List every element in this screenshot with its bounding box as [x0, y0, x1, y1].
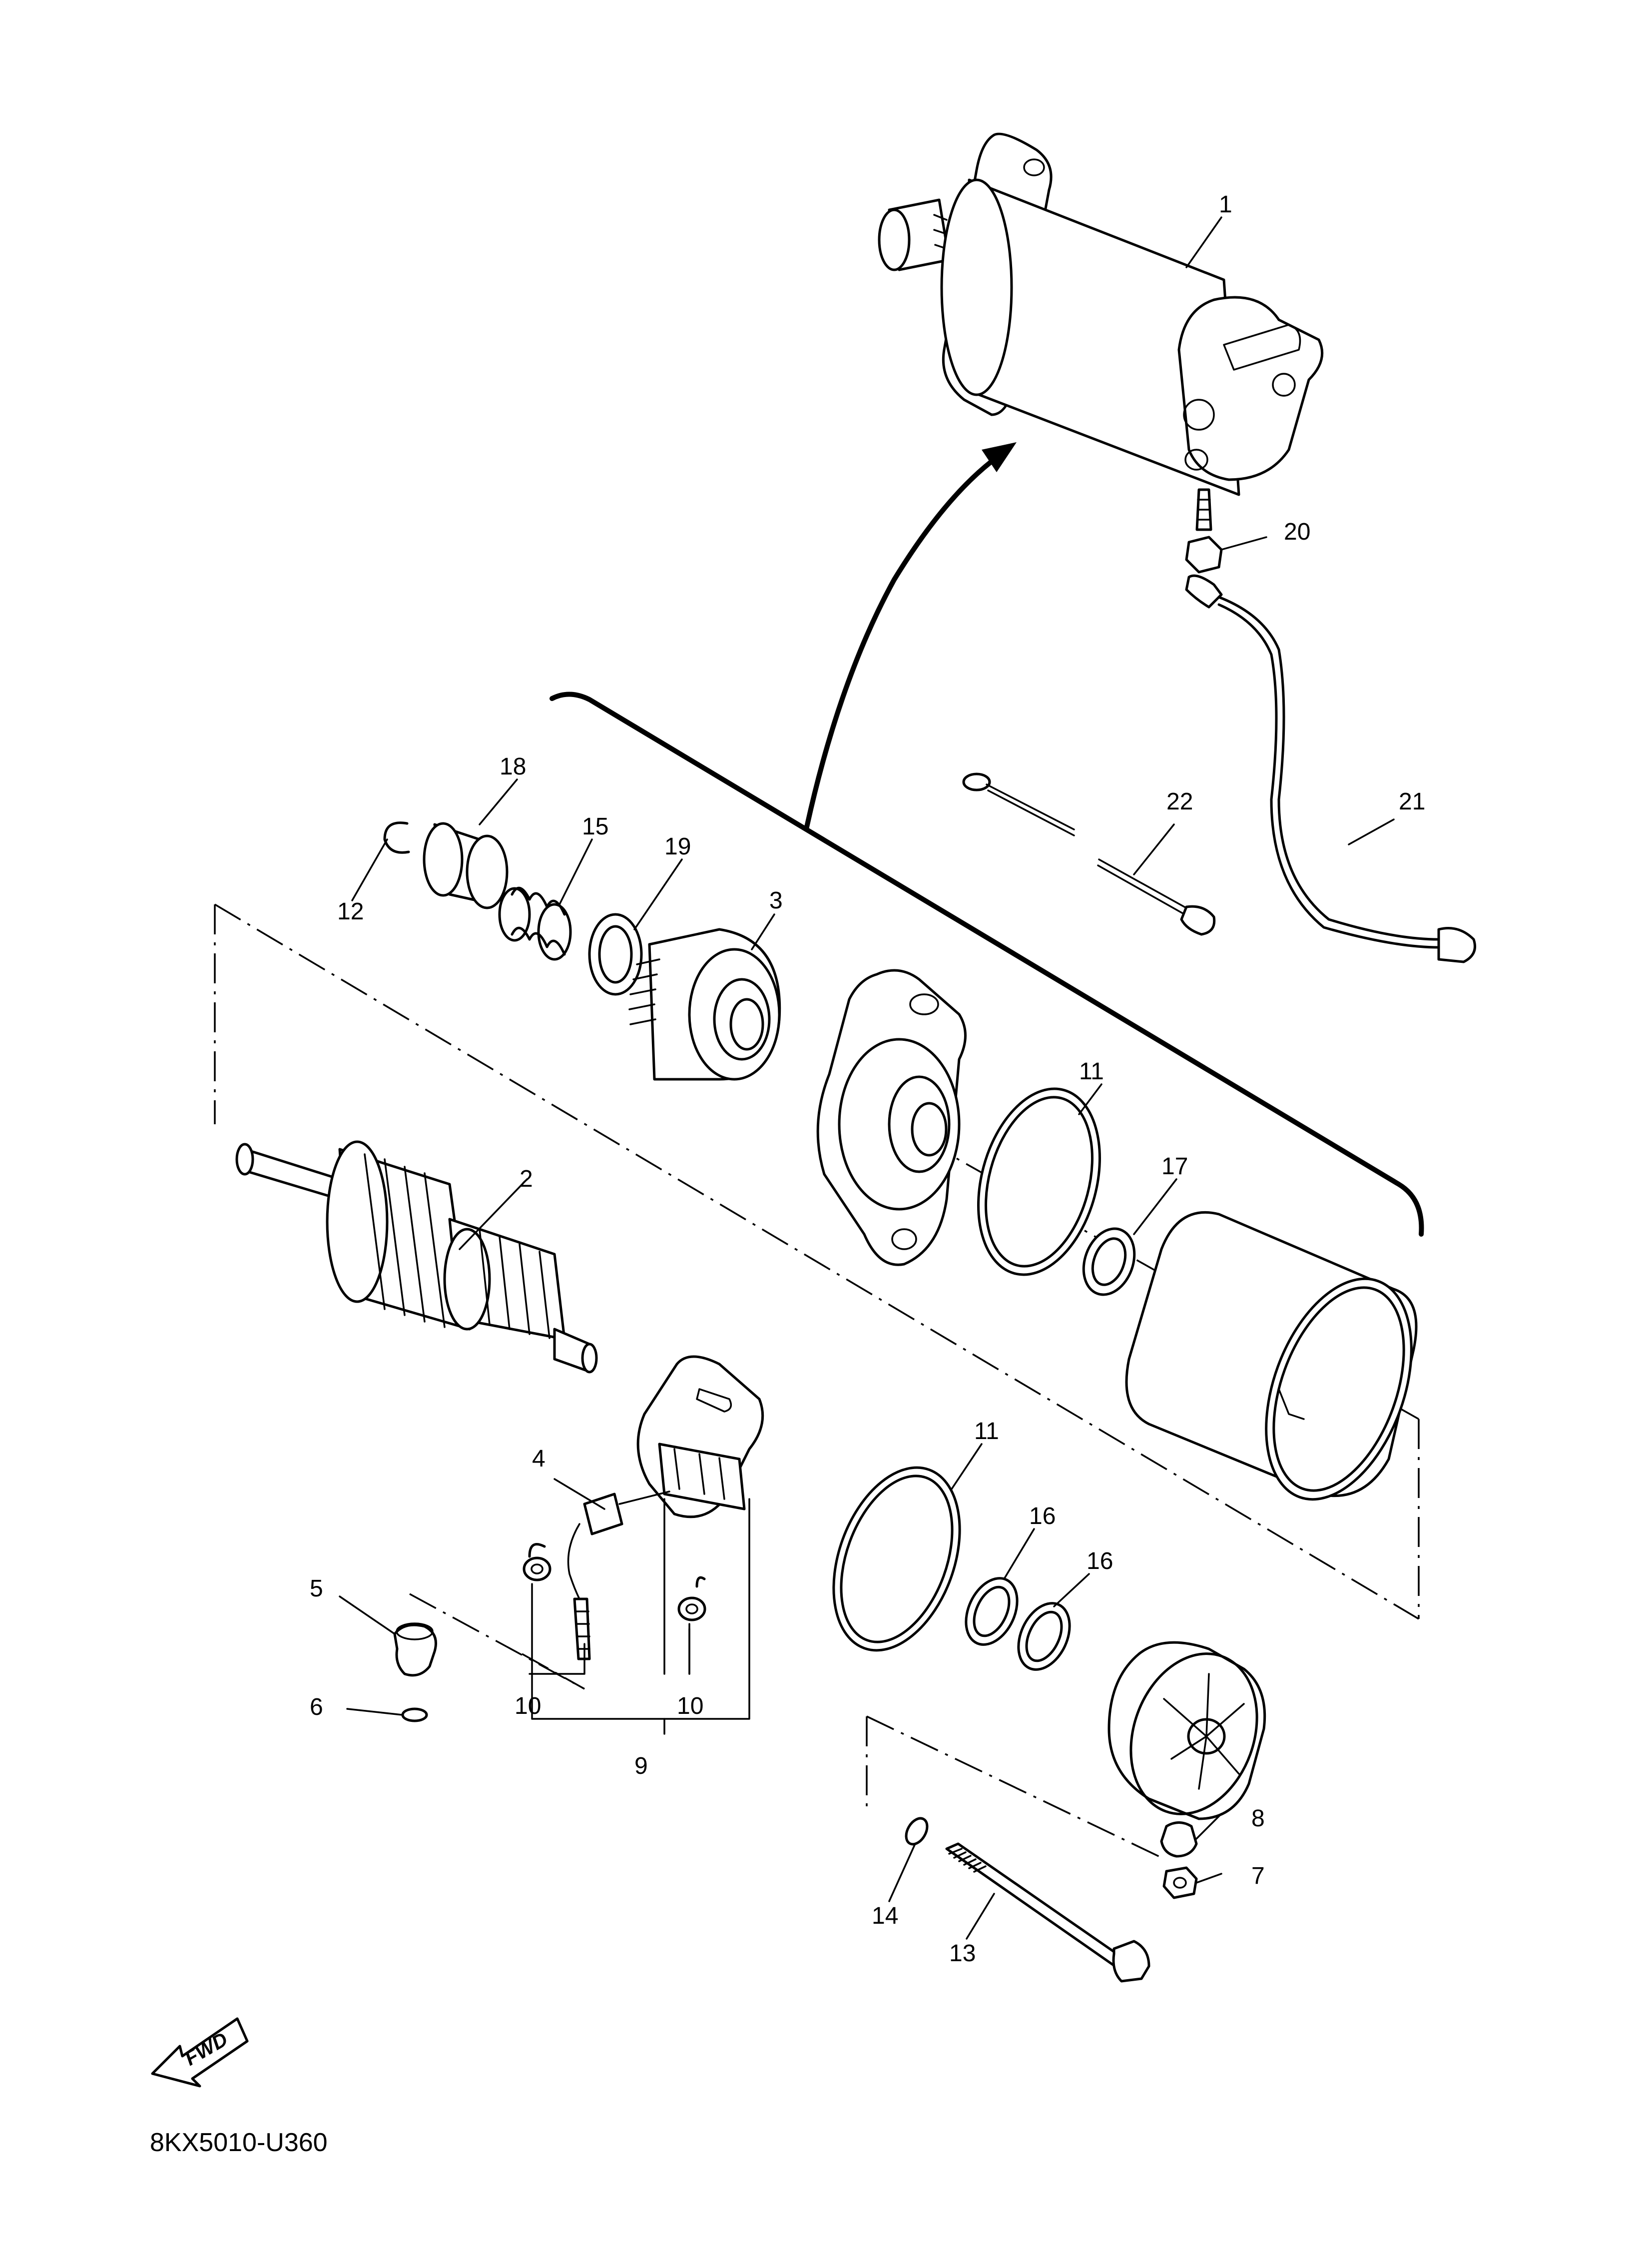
callout-label: 10 [515, 1693, 541, 1719]
rear-cover [1107, 1641, 1266, 1820]
callout-label: 15 [582, 813, 608, 840]
lead-wire [962, 772, 1216, 936]
clutch-pinion [628, 928, 781, 1081]
callout-label: 11 [974, 1418, 999, 1445]
callout-label: 10 [677, 1693, 703, 1719]
callout-label: 13 [949, 1940, 976, 1967]
flat-washer [401, 1707, 428, 1722]
callout-label: 12 [337, 898, 364, 925]
brush-lead [567, 1493, 623, 1660]
shim-washer-b [1017, 1602, 1071, 1671]
callout-label: 9 [634, 1753, 648, 1779]
shim-washer-a [965, 1577, 1019, 1646]
callout-label: 22 [1166, 788, 1193, 815]
callout-label: 4 [532, 1446, 546, 1472]
forward-direction-badge: FWD [151, 2017, 249, 2088]
callout-labels: 1 2 3 4 5 6 7 8 9 10 10 11 11 12 13 14 1… [310, 191, 1425, 1967]
callout-label: 5 [310, 1575, 323, 1602]
hex-nut [1162, 1866, 1198, 1899]
callout-label: 18 [500, 753, 526, 780]
callout-label: 19 [664, 833, 691, 860]
rubber-cap [393, 1622, 437, 1677]
callout-label: 2 [520, 1166, 533, 1192]
front-cover-flange [816, 969, 967, 1266]
washer [588, 913, 643, 996]
callout-label: 7 [1251, 1863, 1265, 1889]
sub-assembly-brackets [529, 1498, 750, 1735]
callout-label: 16 [1087, 1548, 1113, 1574]
callout-label: 6 [310, 1694, 323, 1720]
group-bracket [550, 692, 1424, 1237]
small-ring [1082, 1227, 1136, 1296]
callout-label: 21 [1399, 788, 1425, 815]
armature [235, 1140, 598, 1374]
callout-label: 11 [1079, 1058, 1104, 1085]
assembly-arrow [804, 442, 1017, 829]
callout-label: 14 [872, 1903, 898, 1929]
callout-label: 20 [1284, 519, 1310, 545]
circlip [383, 821, 410, 854]
starter-motor-assembly [878, 132, 1324, 531]
drawing-code: 8KX5010-U360 [150, 2128, 328, 2157]
o-ring-lower [832, 1466, 961, 1652]
callout-label: 16 [1029, 1503, 1056, 1529]
yoke-housing [1125, 1211, 1418, 1501]
terminal-nut-and-cable [1185, 536, 1476, 963]
callout-label: 8 [1251, 1805, 1265, 1832]
callout-label: 17 [1161, 1153, 1188, 1180]
callout-label: 3 [769, 887, 783, 914]
leader-lines [339, 216, 1395, 1940]
small-washer-right [677, 1576, 706, 1621]
spring [498, 886, 572, 961]
through-bolt [945, 1842, 1150, 1983]
small-washer-left [523, 1543, 551, 1581]
brush-plate [636, 1355, 764, 1518]
grommet [1160, 1821, 1198, 1858]
callout-label: 1 [1219, 191, 1232, 218]
o-ring-small [905, 1817, 929, 1846]
o-ring-upper [977, 1087, 1101, 1276]
collar [423, 822, 509, 909]
